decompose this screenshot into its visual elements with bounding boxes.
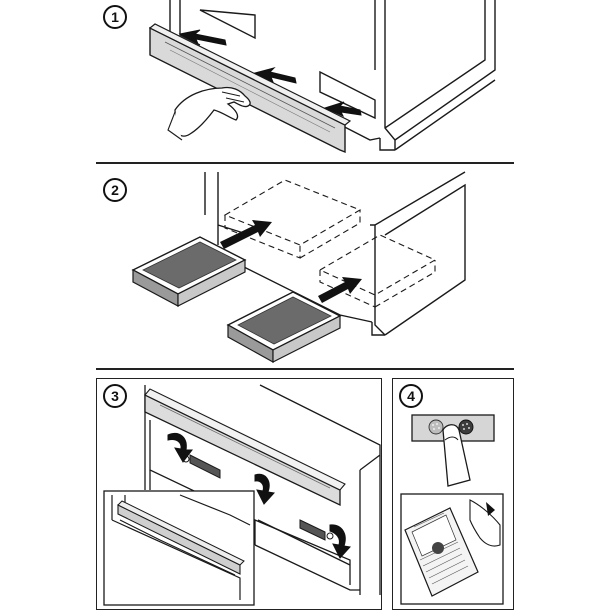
cabinet-outline-3 — [144, 384, 381, 595]
reset-button-left — [428, 419, 444, 435]
arrow-left-3 — [323, 101, 362, 118]
filter-slot-outlines — [223, 179, 437, 308]
separator-1 — [96, 162, 514, 164]
inset-grille-panel — [117, 500, 245, 575]
finger-icon — [442, 424, 471, 487]
hand-holding-icon — [469, 499, 501, 547]
arrow-down-1 — [167, 433, 193, 463]
step-number-3: 3 — [103, 384, 127, 408]
cabinet-base — [379, 79, 496, 151]
filter-cassette-1 — [131, 236, 247, 307]
manual-booklet-icon — [404, 507, 479, 597]
arrow-down-2 — [254, 473, 275, 505]
arrow-left-2 — [253, 67, 297, 84]
step-number-2: 2 — [103, 178, 127, 202]
hand-icon — [167, 86, 251, 141]
grille-panel-3 — [144, 388, 346, 507]
arrow-down-3 — [329, 524, 351, 559]
separator-2 — [96, 368, 514, 370]
cabinet-body — [169, 0, 496, 150]
step-number-1: 1 — [103, 5, 127, 29]
grille-panel — [148, 23, 352, 154]
arrow-insert-2 — [318, 277, 362, 303]
cabinet-outline-2 — [204, 171, 466, 336]
reset-button-right — [458, 419, 474, 435]
arrow-insert-1 — [220, 220, 272, 249]
step-number-4: 4 — [399, 384, 423, 408]
arrow-left-1 — [178, 29, 227, 46]
filter-cassette-2 — [226, 291, 342, 364]
